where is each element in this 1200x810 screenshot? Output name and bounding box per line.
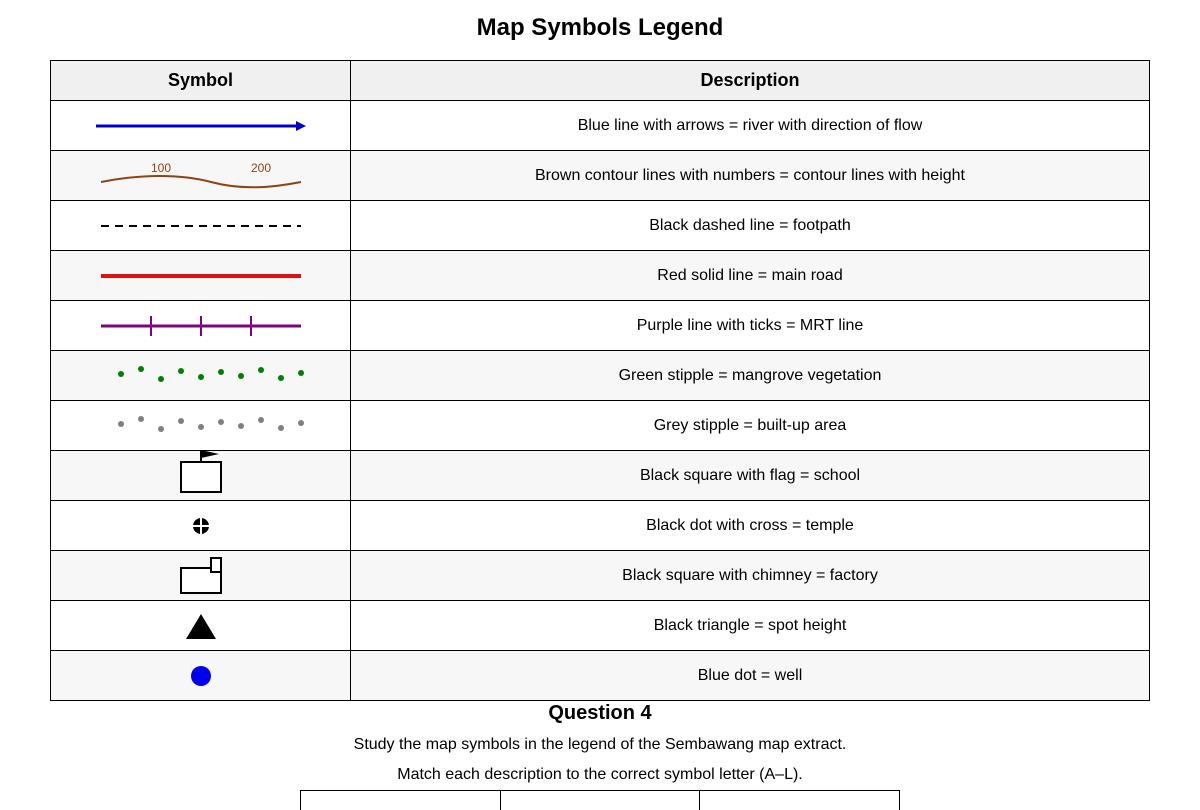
- mrt-line-icon: [100, 315, 301, 336]
- legend-description: Grey stipple = built-up area: [350, 400, 1150, 451]
- legend-description: Black triangle = spot height: [350, 600, 1150, 651]
- main-road-icon: [100, 273, 301, 278]
- contour-label: 100: [150, 161, 170, 175]
- legend-description: Black dot with cross = temple: [350, 500, 1150, 551]
- legend-description: Brown contour lines with numbers = conto…: [350, 150, 1150, 201]
- legend-row-well: Blue dot = well: [50, 650, 1150, 701]
- legend-description: Black dashed line = footpath: [350, 200, 1150, 251]
- legend-row-river: Blue line with arrows = river with direc…: [50, 100, 1150, 151]
- legend-description: Black square with flag = school: [350, 450, 1150, 501]
- description-column-header: Description: [350, 60, 1150, 101]
- green-stipple-icon: [117, 365, 304, 382]
- symbol-column-header: Symbol: [50, 60, 351, 101]
- answer-cell[interactable]: [700, 791, 899, 810]
- legend-description: Green stipple = mangrove vegetation: [350, 350, 1150, 401]
- question-instruction: Match each description to the correct sy…: [397, 766, 803, 783]
- answer-table: [300, 790, 900, 810]
- river-arrow-icon: [95, 120, 306, 131]
- legend-header-row: Symbol Description: [50, 60, 1150, 101]
- answer-cell[interactable]: [501, 791, 701, 810]
- spot-height-triangle-icon: [185, 613, 216, 639]
- legend-row-main-road: Red solid line = main road: [50, 250, 1150, 301]
- legend-table: Symbol Description Blue line with arrows…: [50, 60, 1150, 701]
- legend-row-factory: Black square with chimney = factory: [50, 550, 1150, 601]
- legend-row-temple: Black dot with cross = temple: [50, 500, 1150, 551]
- legend-description: Purple line with ticks = MRT line: [350, 300, 1150, 351]
- dashed-footpath-icon: [100, 224, 301, 227]
- temple-cross-icon: [192, 517, 209, 534]
- legend-row-built-up: Grey stipple = built-up area: [50, 400, 1150, 451]
- answer-cell[interactable]: [301, 791, 501, 810]
- well-dot-icon: [190, 665, 211, 686]
- legend-row-mrt: Purple line with ticks = MRT line: [50, 300, 1150, 351]
- grey-stipple-icon: [117, 415, 304, 432]
- legend-description: Blue dot = well: [350, 650, 1150, 701]
- legend-row-spot-height: Black triangle = spot height: [50, 600, 1150, 651]
- legend-description: Red solid line = main road: [350, 250, 1150, 301]
- question-instruction: Study the map symbols in the legend of t…: [353, 736, 847, 753]
- page-title: Map Symbols Legend: [476, 14, 724, 41]
- contour-label: 200: [250, 161, 270, 175]
- legend-row-footpath: Black dashed line = footpath: [50, 200, 1150, 251]
- legend-description: Blue line with arrows = river with direc…: [350, 100, 1150, 151]
- legend-description: Black square with chimney = factory: [350, 550, 1150, 601]
- contour-line-icon: 100 200: [100, 161, 301, 188]
- legend-row-contour: 100 200 Brown contour lines with numbers…: [50, 150, 1150, 201]
- question-title: Question 4: [548, 702, 652, 724]
- school-flag-icon: [179, 449, 222, 493]
- legend-row-school: Black square with flag = school: [50, 449, 1150, 501]
- factory-chimney-icon: [179, 556, 222, 594]
- legend-row-mangrove: Green stipple = mangrove vegetation: [50, 350, 1150, 401]
